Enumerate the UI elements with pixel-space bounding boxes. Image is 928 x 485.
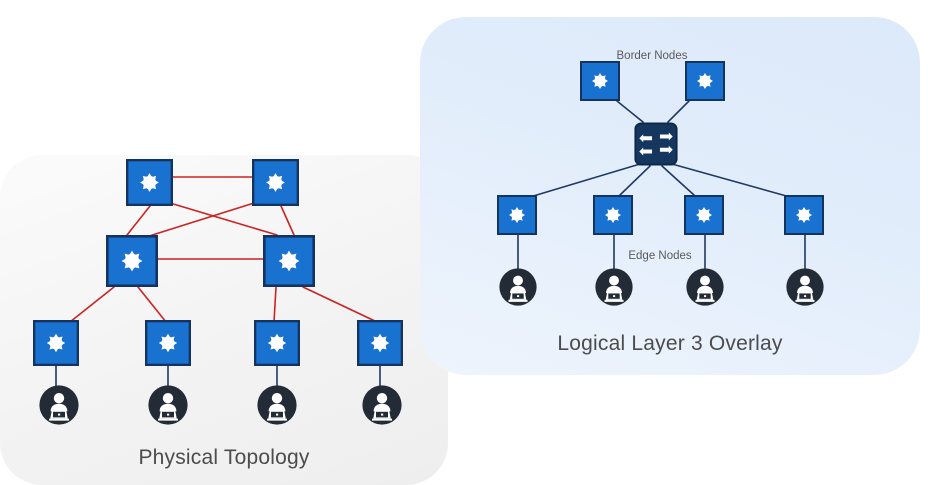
- endpoint-endpoint-2[interactable]: [148, 385, 188, 425]
- access-switch-access-4[interactable]: [357, 320, 403, 366]
- endpoint-endpoint-4[interactable]: [362, 385, 402, 425]
- access-switch-access-3[interactable]: [254, 320, 300, 366]
- distribution-switch-dist-2[interactable]: [263, 235, 315, 287]
- distribution-switch-dist-1[interactable]: [106, 235, 158, 287]
- edge-node-edge-1[interactable]: [497, 195, 537, 235]
- link-border-1-to-fabric-router: [616, 100, 644, 123]
- edge-node-edge-4[interactable]: [784, 195, 824, 235]
- border-nodes-label: Border Nodes: [616, 50, 688, 62]
- access-switch-access-2[interactable]: [145, 320, 191, 366]
- edge-node-edge-3[interactable]: [684, 195, 724, 235]
- link-fabric-router-to-edge-3: [661, 165, 695, 196]
- logical-navy-links: [517, 100, 806, 271]
- edge-nodes-label: Edge Nodes: [628, 250, 692, 262]
- core-switch-core-1[interactable]: [126, 159, 173, 206]
- link-core-1-to-dist-2: [169, 202, 278, 236]
- logical-overlay-caption: Logical Layer 3 Overlay: [557, 332, 783, 355]
- edge-node-edge-2[interactable]: [593, 195, 633, 235]
- link-fabric-router-to-edge-1: [529, 163, 641, 198]
- link-fabric-router-to-edge-2: [619, 165, 651, 196]
- link-dist-1-to-access-2: [137, 286, 167, 323]
- endpoint-endpoint-3[interactable]: [257, 385, 297, 425]
- link-core-2-to-dist-2: [280, 205, 295, 236]
- link-core-2-to-dist-1: [145, 202, 255, 238]
- endpoint-endpoint-1[interactable]: [39, 385, 79, 425]
- link-dist-2-to-access-3: [273, 286, 277, 323]
- border-node-border-2[interactable]: [685, 61, 725, 101]
- physical-red-links: [69, 176, 378, 323]
- logical-endpoint-logical-endpoint-2[interactable]: [595, 268, 633, 306]
- link-fabric-router-to-edge-4: [671, 163, 791, 198]
- logical-endpoint-logical-endpoint-1[interactable]: [499, 268, 537, 306]
- fabric-router-fabric-router[interactable]: [634, 122, 678, 166]
- link-dist-1-to-access-1: [69, 286, 115, 323]
- link-dist-2-to-access-4: [302, 286, 378, 323]
- physical-endpoint-links: [55, 365, 381, 389]
- logical-endpoint-logical-endpoint-3[interactable]: [686, 268, 724, 306]
- border-node-border-1[interactable]: [580, 61, 620, 101]
- link-core-1-to-dist-1: [126, 205, 151, 236]
- core-switch-core-2[interactable]: [252, 159, 299, 206]
- access-switch-access-1[interactable]: [33, 320, 79, 366]
- logical-endpoint-logical-endpoint-4[interactable]: [786, 268, 824, 306]
- physical-topology-caption: Physical Topology: [138, 446, 310, 469]
- link-border-2-to-fabric-router: [667, 100, 690, 123]
